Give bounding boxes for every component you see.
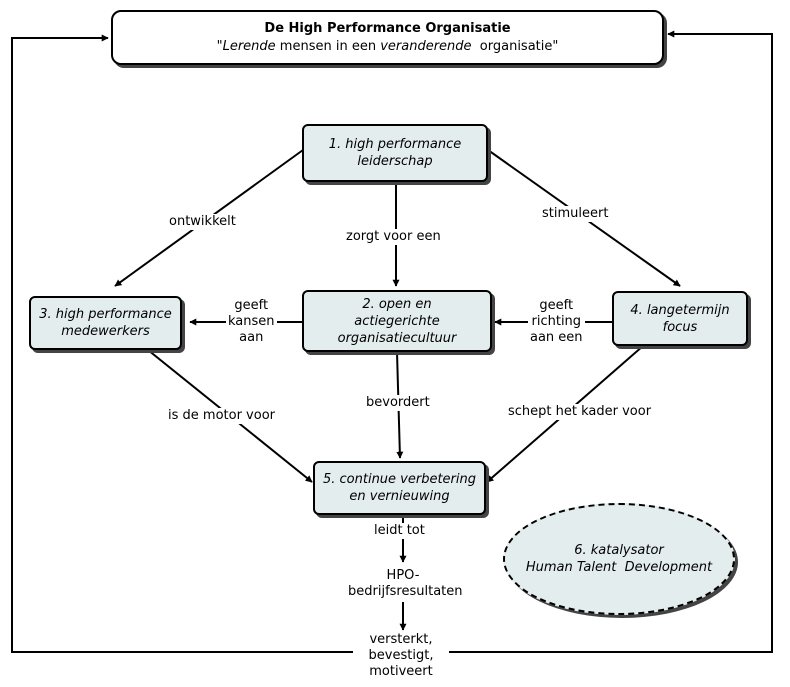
result-hpo-line1: HPO-	[386, 568, 420, 583]
subtitle-em-veranderende: veranderende	[380, 38, 472, 54]
edge-label-geeft-richting: geeft richting aan een	[528, 298, 585, 346]
feedback-line-left	[11, 34, 360, 653]
result-hpo-line2: bedrijfsresultaten	[348, 584, 463, 599]
result-effects-line1: versterkt,	[369, 632, 433, 647]
node-improvement-line2: en vernieuwing	[349, 489, 450, 504]
node-leadership-line2: leiderschap	[357, 154, 433, 169]
node-employees-line1: 3. high performance	[39, 307, 172, 322]
node-culture: 2. open en actiegerichte organisatiecult…	[302, 290, 492, 352]
edge-label-leidt: leidt tot	[372, 523, 427, 539]
subtitle-em-lerende: Lerende	[222, 38, 276, 54]
node-employees-line2: medewerkers	[61, 324, 150, 339]
node-longterm-focus: 4. langetermijn focus	[612, 291, 748, 346]
edge-label-kader: schept het kader voor	[506, 404, 654, 420]
geeft-kansen-line3: aan	[239, 330, 264, 345]
subtitle-quote: "	[216, 38, 223, 54]
geeft-kansen-line1: geeft	[234, 298, 269, 313]
node-longterm-line2: focus	[662, 319, 698, 335]
node-culture-line3: organisatiecultuur	[337, 330, 457, 346]
node-leadership: 1. high performance leiderschap	[302, 124, 488, 182]
edge-label-motor: is de motor voor	[166, 408, 277, 424]
feedback-line-right	[432, 30, 773, 653]
node-catalyst-line2: Human Talent Development	[525, 560, 713, 575]
edge-label-ontwikkelt: ontwikkelt	[167, 214, 238, 230]
header-box: De High Performance Organisatie "Lerende…	[111, 10, 664, 65]
result-hpo: HPO- bedrijfsresultaten	[348, 568, 463, 600]
node-employees: 3. high performance medewerkers	[29, 296, 182, 350]
subtitle-mid: mensen in een	[275, 38, 381, 54]
node-catalyst-line1: 6. katalysator	[574, 543, 664, 558]
node-leadership-line1: 1. high performance	[328, 137, 462, 152]
header-title: De High Performance Organisatie	[264, 20, 511, 36]
result-effects-line2: bevestigt,	[368, 648, 434, 663]
node-culture-line1: 2. open en	[362, 296, 432, 312]
node-continuous-improvement: 5. continue verbetering en vernieuwing	[313, 461, 486, 515]
geeft-kansen-line2: kansen	[228, 314, 275, 329]
node-improvement-line1: 5. continue verbetering	[322, 472, 477, 487]
edge-label-zorgt: zorgt voor een	[344, 229, 443, 245]
edge-label-stimuleert: stimuleert	[540, 206, 611, 222]
node-longterm-line1: 4. langetermijn	[630, 302, 730, 318]
result-effects-line3: motiveert	[369, 664, 433, 679]
geeft-richting-line1: geeft	[539, 298, 574, 313]
node-culture-line2: actiegerichte	[354, 313, 440, 329]
edge-label-geeft-kansen: geeft kansen aan	[226, 298, 277, 346]
node-catalyst: 6. katalysator Human Talent Development	[503, 503, 735, 615]
result-effects: versterkt, bevestigt, motiveert	[353, 632, 449, 680]
header-subtitle: "Lerende mensen in een veranderende orga…	[217, 38, 559, 56]
geeft-richting-line3: aan een	[530, 330, 583, 345]
subtitle-end: organisatie"	[471, 38, 559, 54]
edge-label-bevordert: bevordert	[364, 395, 432, 411]
geeft-richting-line2: richting	[531, 314, 582, 329]
